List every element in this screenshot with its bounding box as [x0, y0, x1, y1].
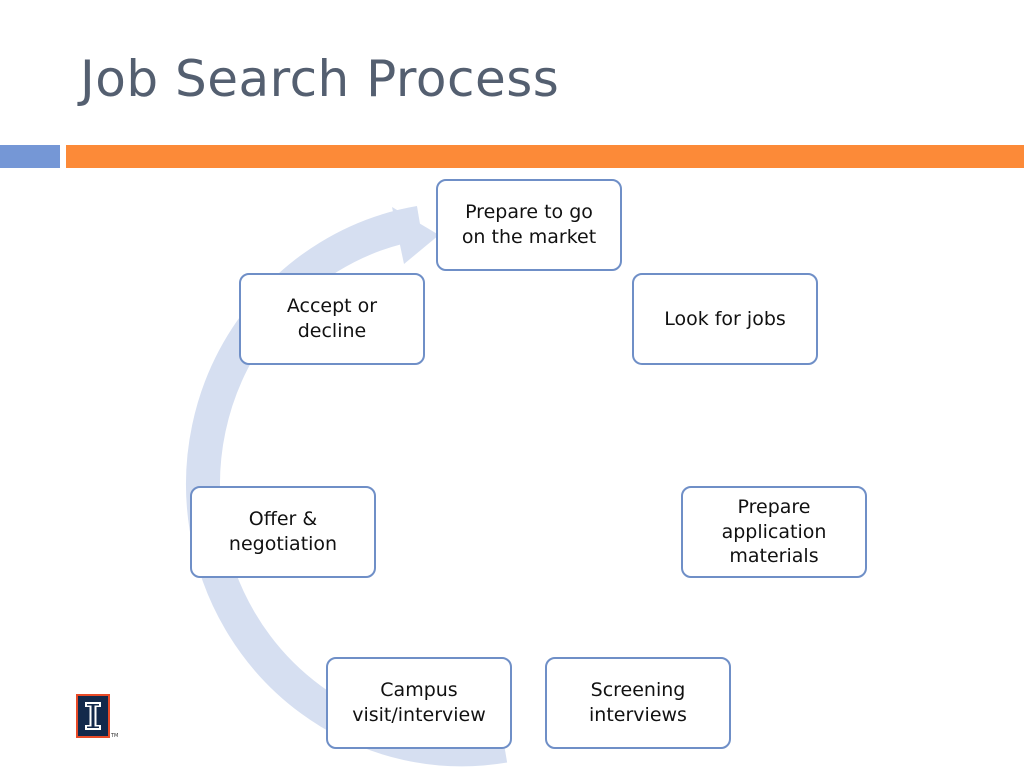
step-campus-visit[interactable]: Campus visit/interview — [326, 657, 512, 749]
step-screening-interviews[interactable]: Screening interviews — [545, 657, 731, 749]
step-label: Accept or decline — [286, 295, 378, 342]
accent-bar-blue — [0, 145, 60, 168]
step-prepare-market[interactable]: Prepare to go on the market — [436, 179, 622, 271]
step-label: Look for jobs — [664, 307, 786, 330]
step-label: Screening interviews — [589, 679, 687, 726]
step-label: Prepare to go on the market — [461, 201, 597, 248]
step-label: Prepare application materials — [721, 495, 827, 568]
step-label: Campus visit/interview — [352, 679, 486, 726]
slide-title: Job Search Process — [80, 50, 560, 108]
accent-bar-orange — [66, 145, 1024, 168]
step-prepare-materials[interactable]: Prepare application materials — [681, 486, 867, 578]
step-accept-decline[interactable]: Accept or decline — [239, 273, 425, 365]
cycle-arrowhead — [392, 207, 439, 264]
logo-trademark: TM — [111, 733, 119, 739]
block-i-logo-icon — [76, 694, 110, 738]
step-look-for-jobs[interactable]: Look for jobs — [632, 273, 818, 365]
step-offer-negotiation[interactable]: Offer & negotiation — [190, 486, 376, 578]
step-label: Offer & negotiation — [228, 508, 338, 555]
